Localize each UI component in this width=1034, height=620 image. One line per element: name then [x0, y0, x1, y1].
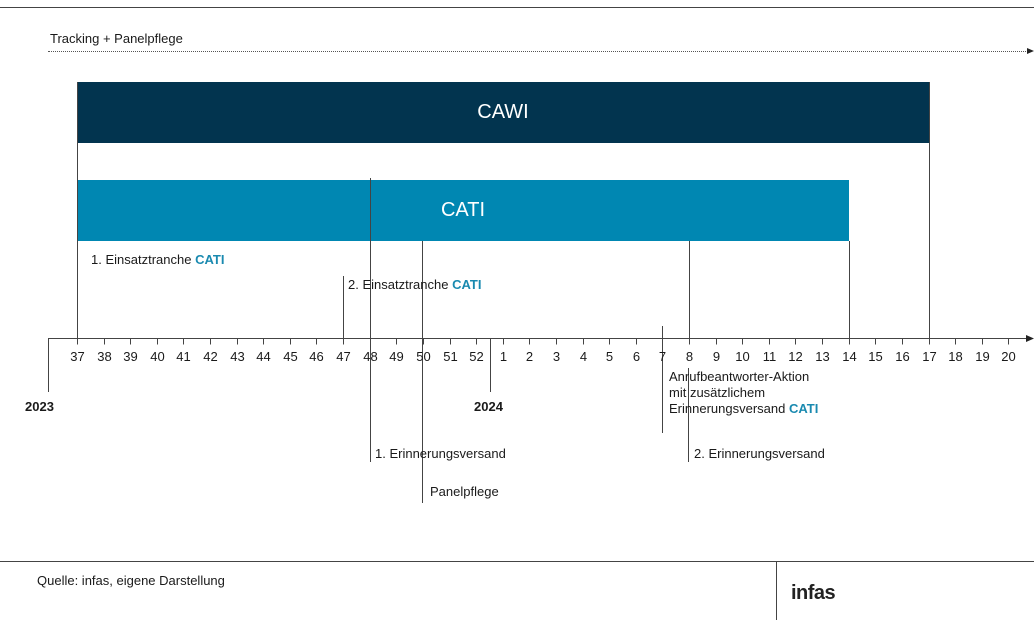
reminder1-label: 1. Erinnerungsversand: [375, 446, 506, 461]
axis-tick-label: 11: [763, 349, 777, 364]
tranche2-text: 2. Einsatztranche: [348, 277, 453, 292]
axis-tick-label: 19: [975, 349, 989, 364]
axis-tick-label: 5: [606, 349, 613, 364]
tranche1-text: 1. Einsatztranche: [91, 252, 196, 267]
footer-rule: [0, 561, 1034, 562]
axis-tick-label: 8: [686, 349, 693, 364]
axis-tick-label: 12: [788, 349, 802, 364]
year-2024-label: 2024: [474, 399, 503, 414]
answering-line3: Erinnerungsversand: [669, 401, 789, 416]
answering-cati: CATI: [788, 401, 819, 416]
axis-tick-label: 42: [203, 349, 217, 364]
axis-tick-label: 38: [97, 349, 111, 364]
infas-logo: infas: [791, 582, 836, 604]
axis-tick-label: 20: [1001, 349, 1015, 364]
axis-tick-label: 17: [922, 349, 936, 364]
year-2023-label: 2023: [25, 399, 54, 414]
axis-tick-label: 40: [150, 349, 164, 364]
tracking-label: Tracking + Panelpflege: [50, 31, 183, 46]
axis-tick-label: 50: [416, 349, 430, 364]
tranche2-cati: CATI: [452, 277, 482, 292]
tranche1-label: 1. Einsatztranche CATI: [91, 252, 224, 268]
axis-tick-label: 18: [948, 349, 962, 364]
axis-tick-label: 10: [735, 349, 749, 364]
footer-separator: [776, 562, 777, 620]
axis-tick-label: 44: [256, 349, 270, 364]
axis-tick-label: 3: [553, 349, 560, 364]
axis-tick-label: 39: [123, 349, 137, 364]
axis-tick-label: 4: [580, 349, 587, 364]
axis-tick-label: 48: [363, 349, 377, 364]
axis-tick-label: 47: [336, 349, 350, 364]
cawi-label: CAWI: [477, 101, 529, 123]
cati-bar: CATI: [77, 180, 849, 241]
axis-tick-label: 13: [815, 349, 829, 364]
source-note: Quelle: infas, eigene Darstellung: [37, 573, 225, 588]
axis-tick-label: 9: [713, 349, 720, 364]
axis-tick-label: 15: [868, 349, 882, 364]
axis-tick-label: 6: [633, 349, 640, 364]
axis-tick-label: 43: [230, 349, 244, 364]
reminder2-label: 2. Erinnerungsversand: [694, 446, 825, 461]
panelpflege-label: Panelpflege: [430, 484, 499, 499]
top-rule: [0, 7, 1034, 8]
axis-tick-label: 37: [70, 349, 84, 364]
axis-arrow-icon: [1026, 335, 1034, 342]
cawi-bar: CAWI: [77, 82, 929, 143]
axis-tick-label: 46: [309, 349, 323, 364]
axis-tick-label: 41: [176, 349, 190, 364]
axis-tick-label: 1: [500, 349, 507, 364]
answering-line1: Anrufbeantworter-Aktion: [669, 369, 810, 384]
tracking-arrow-icon: [1027, 48, 1034, 54]
axis-tick-label: 49: [389, 349, 403, 364]
axis-tick-label: 2: [526, 349, 533, 364]
axis-tick-label: 16: [895, 349, 909, 364]
axis-tick-label: 7: [659, 349, 666, 364]
axis-tick-label: 51: [443, 349, 457, 364]
axis-tick-label: 14: [842, 349, 856, 364]
tranche2-label: 2. Einsatztranche CATI: [348, 277, 481, 293]
axis-tick-label: 52: [469, 349, 483, 364]
cati-label: CATI: [440, 199, 486, 221]
tranche1-cati: CATI: [195, 252, 225, 267]
answering-machine-label: Anrufbeantworter-Aktion mit zusätzlichem…: [669, 369, 818, 417]
tracking-dotted-line: [48, 51, 1028, 52]
axis-tick-label: 45: [283, 349, 297, 364]
answering-line2: mit zusätzlichem: [669, 385, 766, 400]
